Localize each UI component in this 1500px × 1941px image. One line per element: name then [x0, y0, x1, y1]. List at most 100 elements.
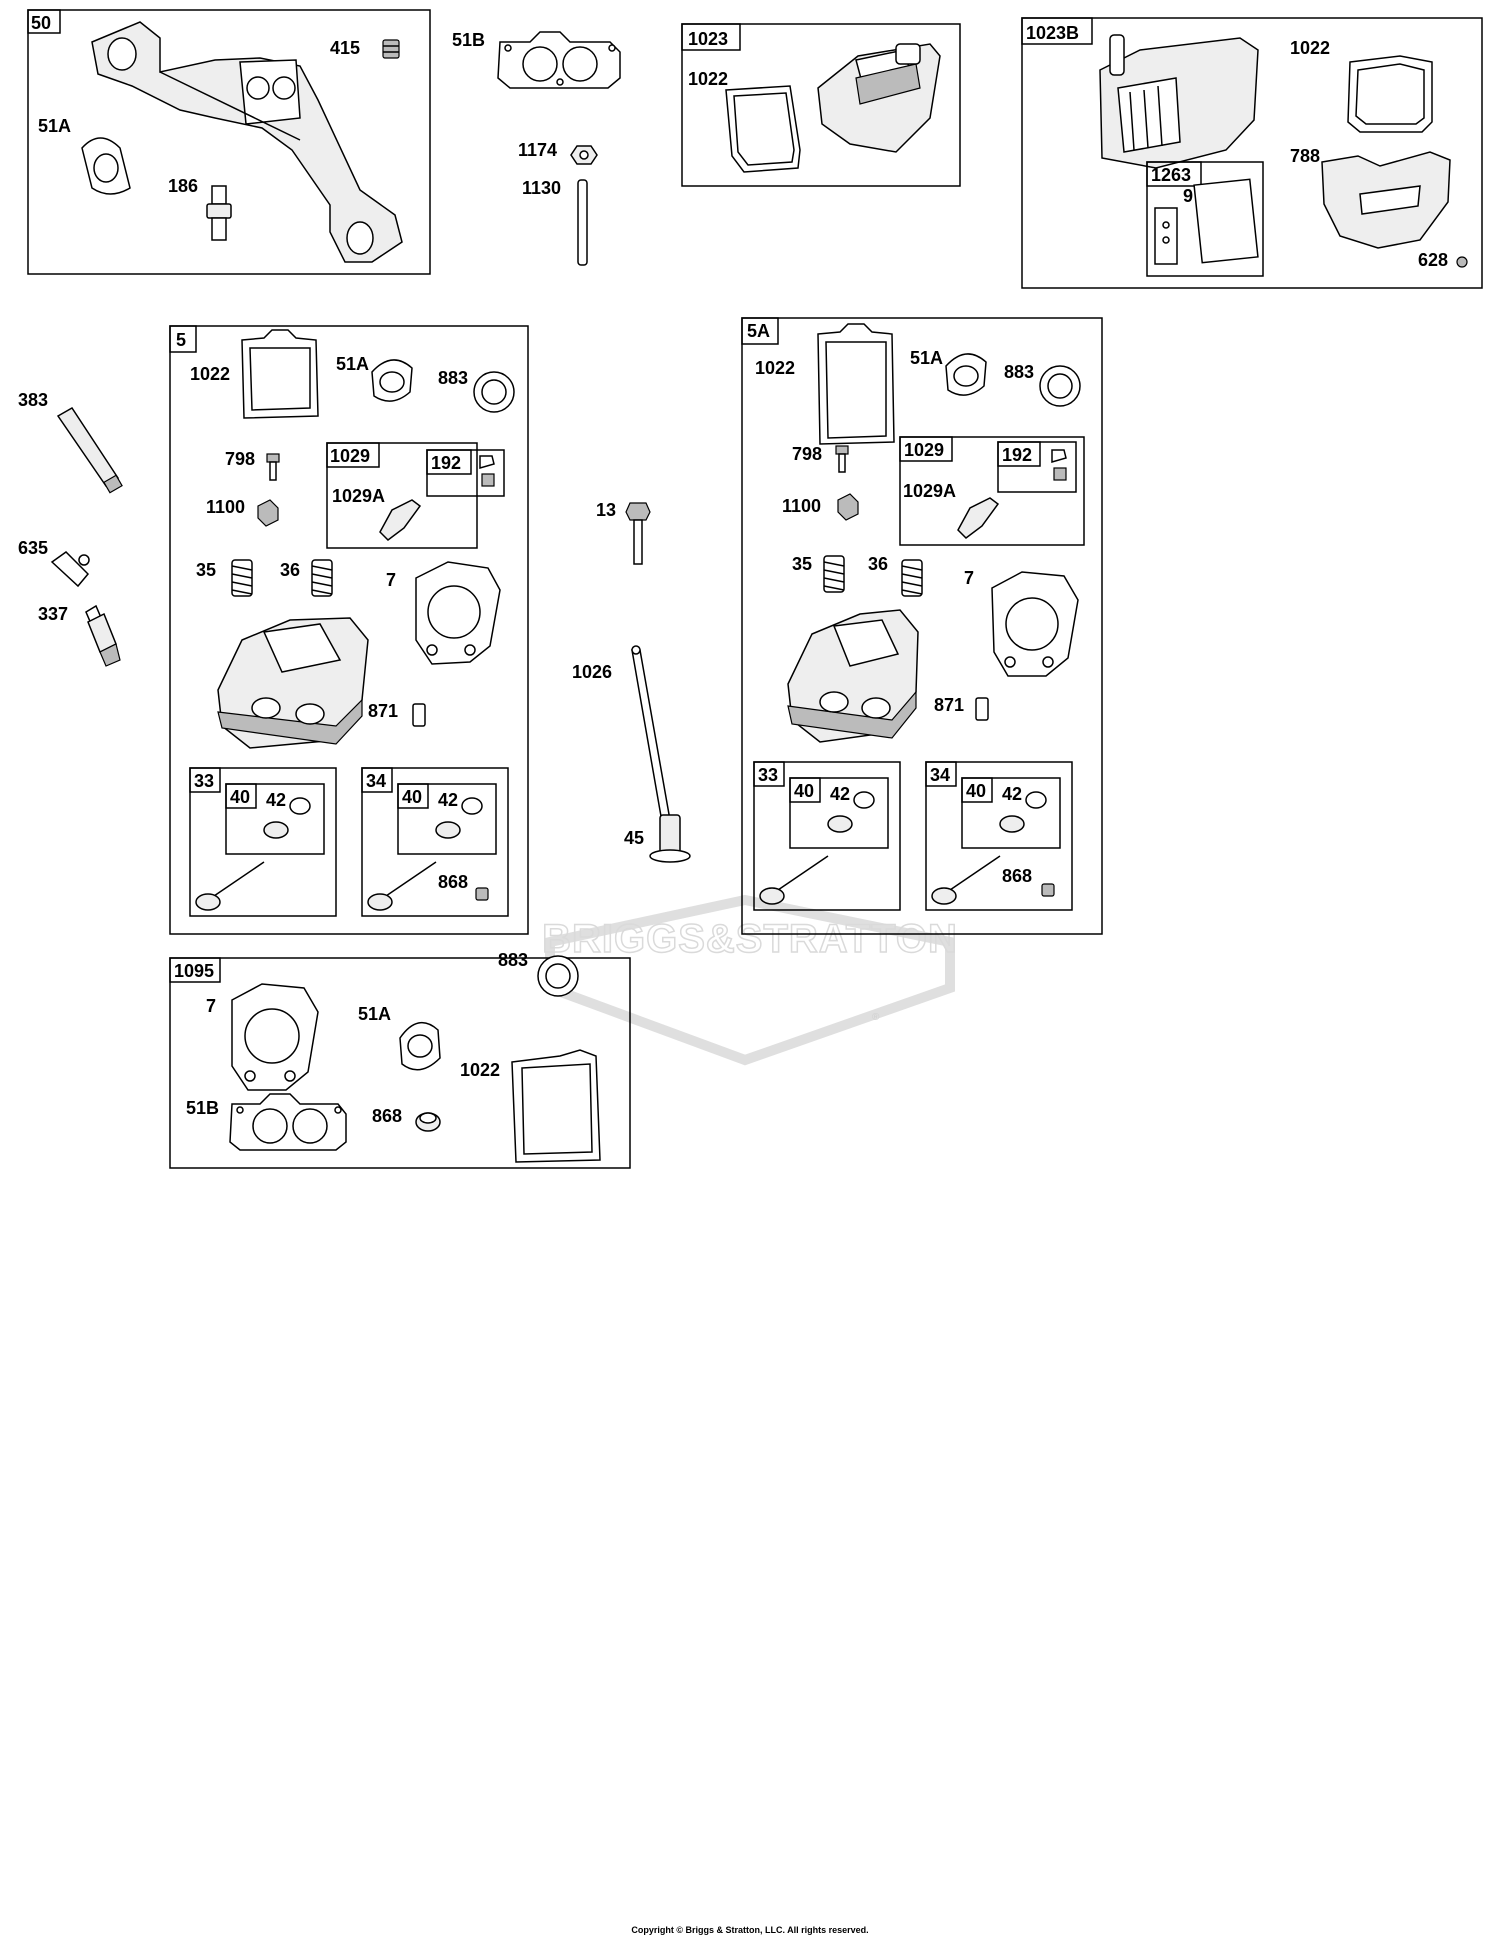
bolt-798-5a-icon[interactable]	[835, 445, 849, 473]
label-186: 186	[168, 176, 198, 196]
label-51a-1095: 51A	[358, 1004, 391, 1024]
spring-36-5a-icon[interactable]	[901, 559, 923, 597]
gasket-51a-icon[interactable]	[81, 137, 131, 195]
push-rod-1026-icon[interactable]	[631, 645, 671, 823]
cylinder-head-5a-icon[interactable]	[787, 609, 919, 743]
head-gasket-7-5a-icon[interactable]	[991, 571, 1079, 677]
label-42-5ab: 42	[1002, 784, 1022, 804]
nut-192-5-icon[interactable]	[479, 455, 495, 487]
label-1029a-5a: 1029A	[903, 481, 956, 501]
terminal-635-icon[interactable]	[50, 551, 90, 588]
tappet-45-icon[interactable]	[649, 814, 691, 863]
box-label-1023b: 1023B	[1026, 23, 1079, 43]
gasket-883-1095-icon[interactable]	[537, 955, 579, 997]
gasket-51b-icon[interactable]	[497, 31, 621, 89]
gasket-1022-icon[interactable]	[725, 85, 801, 173]
seal-868-5-icon[interactable]	[475, 887, 489, 901]
intake-valve-33-5a-icon[interactable]	[759, 855, 829, 905]
dowel-871-5-icon[interactable]	[412, 703, 426, 727]
box-label-1263: 1263	[1151, 165, 1191, 185]
box-label-1023: 1023	[688, 29, 728, 49]
box-label-34-5a: 34	[930, 765, 950, 785]
retainer-42-5b-icon[interactable]	[435, 797, 483, 839]
label-1022-5: 1022	[190, 364, 230, 384]
label-1022-5a: 1022	[755, 358, 795, 378]
retainer-42-5a-icon[interactable]	[263, 797, 311, 839]
loose-parts-top-middle: 51B 1174 1130	[452, 30, 621, 266]
intake-manifold-icon[interactable]	[91, 21, 403, 263]
box-label-192-5: 192	[431, 453, 461, 473]
exhaust-valve-34-5a-icon[interactable]	[931, 855, 1001, 905]
dowel-871-5a-icon[interactable]	[975, 697, 989, 721]
nut-192-5a-icon[interactable]	[1051, 449, 1067, 481]
label-13: 13	[596, 500, 616, 520]
label-1100-5a: 1100	[782, 496, 821, 516]
label-1130: 1130	[522, 178, 561, 198]
rocker-1029a-5-icon[interactable]	[379, 499, 422, 541]
plug-415-icon[interactable]	[382, 39, 400, 59]
part-383-icon[interactable]	[56, 406, 123, 494]
spring-36-5-icon[interactable]	[311, 559, 333, 597]
label-788: 788	[1290, 146, 1320, 166]
gasket-51a-5-icon[interactable]	[371, 359, 413, 402]
breather-kit-1263-icon[interactable]	[1154, 178, 1259, 265]
fitting-186-icon[interactable]	[206, 185, 232, 241]
gasket-1022-5a-icon[interactable]	[817, 323, 895, 445]
nut-1174-icon[interactable]	[570, 145, 598, 165]
gasket-1022-1095-icon[interactable]	[511, 1049, 601, 1163]
gasket-883-5a-icon[interactable]	[1039, 365, 1081, 407]
head-gasket-7-1095-icon[interactable]	[231, 983, 319, 1091]
gasket-51a-1095-icon[interactable]	[399, 1021, 441, 1071]
valve-cover-1023-icon[interactable]	[817, 43, 941, 153]
retainer-42-5aa-icon[interactable]	[827, 791, 875, 833]
label-36-5: 36	[280, 560, 300, 580]
cylinder-head-5-icon[interactable]	[217, 617, 369, 749]
valve-cover-1023b-icon[interactable]	[1099, 34, 1259, 169]
label-868-5: 868	[438, 872, 468, 892]
label-883-1095: 883	[498, 950, 528, 970]
nut-628-icon[interactable]	[1456, 256, 1468, 268]
label-9: 9	[1183, 186, 1193, 206]
spring-35-5-icon[interactable]	[231, 559, 253, 597]
label-42-5aa: 42	[830, 784, 850, 804]
seal-868-1095-icon[interactable]	[415, 1112, 441, 1132]
box-label-1029-5a: 1029	[904, 440, 944, 460]
label-1029a-5: 1029A	[332, 486, 385, 506]
box-label-1095: 1095	[174, 961, 214, 981]
spring-35-5a-icon[interactable]	[823, 555, 845, 593]
label-628: 628	[1418, 250, 1448, 270]
gasket-1022b-icon[interactable]	[1347, 55, 1433, 133]
box-1095: 1095 7 51A 883 1022 51B	[169, 950, 631, 1169]
gasket-51b-1095-icon[interactable]	[229, 1093, 347, 1151]
seal-868-5a-icon[interactable]	[1041, 883, 1055, 897]
bolt-798-5-icon[interactable]	[266, 453, 280, 481]
box-label-40-5ab: 40	[966, 781, 986, 801]
label-36-5a: 36	[868, 554, 888, 574]
gasket-883-5-icon[interactable]	[473, 371, 515, 413]
head-gasket-7-5-icon[interactable]	[415, 561, 501, 665]
label-1022-1023: 1022	[688, 69, 728, 89]
retainer-42-5ab-icon[interactable]	[999, 791, 1047, 833]
label-51b-1095: 51B	[186, 1098, 219, 1118]
box-50: 50 415 51A 186	[27, 9, 431, 275]
watermark-registered: ®	[872, 1012, 880, 1023]
label-383: 383	[18, 390, 48, 410]
spark-plug-337-icon[interactable]	[85, 604, 121, 667]
shield-788-icon[interactable]	[1321, 151, 1451, 249]
label-883-5: 883	[438, 368, 468, 388]
rocker-1029a-5a-icon[interactable]	[957, 497, 1000, 539]
guide-1100-5-icon[interactable]	[257, 499, 279, 527]
label-42-5b: 42	[438, 790, 458, 810]
guide-1100-5a-icon[interactable]	[837, 493, 859, 521]
bolt-13-icon[interactable]	[625, 502, 651, 565]
label-51b-top: 51B	[452, 30, 485, 50]
exhaust-valve-34-5-icon[interactable]	[367, 861, 437, 911]
gasket-1022-5-icon[interactable]	[241, 329, 319, 419]
label-883-5a: 883	[1004, 362, 1034, 382]
gasket-51a-5a-icon[interactable]	[945, 353, 987, 396]
label-635: 635	[18, 538, 48, 558]
intake-valve-33-5-icon[interactable]	[195, 861, 265, 911]
label-1026: 1026	[572, 662, 612, 682]
stud-1130-icon[interactable]	[577, 179, 588, 266]
box-1023: 1023 1022	[681, 23, 961, 187]
